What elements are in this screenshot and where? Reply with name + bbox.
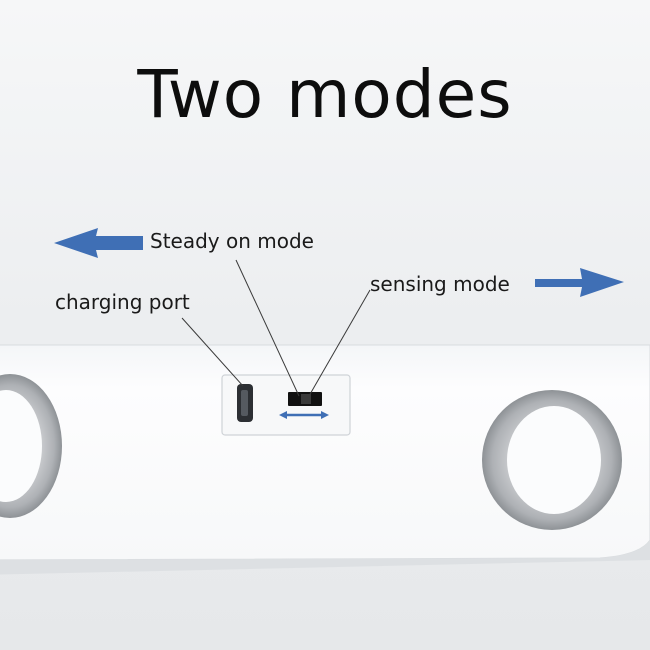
leader-charging <box>181 317 244 387</box>
charging-port-label: charging port <box>55 290 190 314</box>
leader-sensing <box>308 289 371 397</box>
right-ring-hole <box>507 406 601 514</box>
arrow-left-icon <box>54 228 143 258</box>
page-title: Two modes <box>137 56 513 133</box>
left-ring-hole <box>0 390 42 502</box>
sensing-mode-label: sensing mode <box>370 272 510 296</box>
control-panel <box>221 374 351 436</box>
steady-on-mode-label: Steady on mode <box>150 229 314 253</box>
device-bottom-edge <box>0 540 650 575</box>
arrow-right-icon <box>535 268 624 297</box>
leader-steady <box>235 259 300 397</box>
double-arrow-icon <box>279 411 329 419</box>
